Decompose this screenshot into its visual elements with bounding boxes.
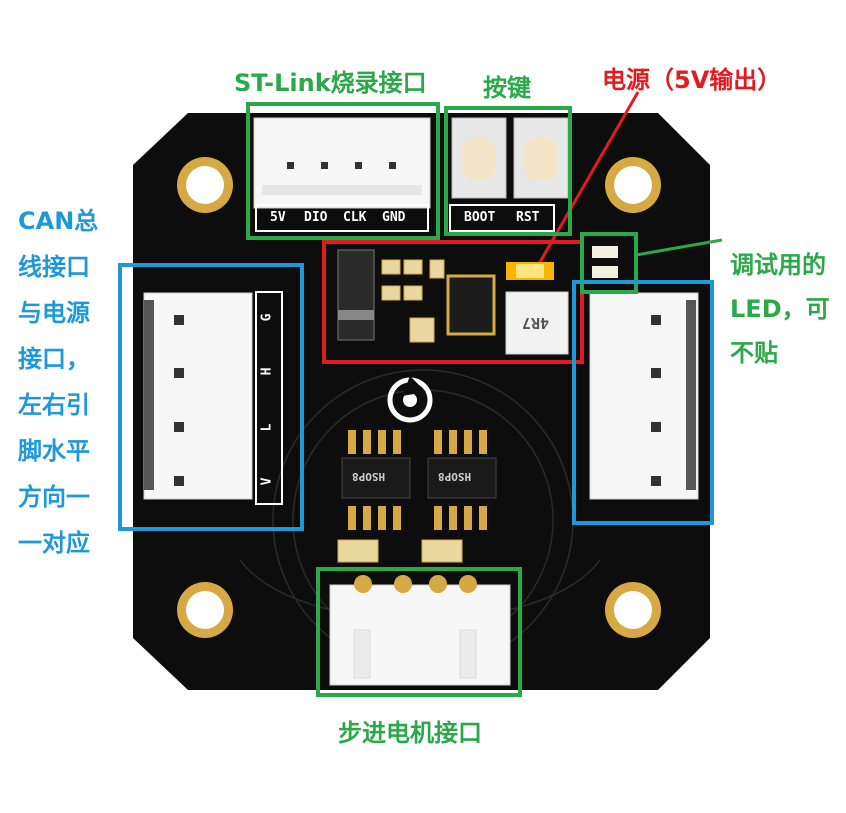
can-right-box bbox=[572, 280, 714, 525]
stepper-box bbox=[316, 567, 522, 697]
debug-led-label: 调试用的LED，可不贴 bbox=[730, 251, 830, 367]
silk-rst: RST bbox=[516, 210, 540, 225]
buttons-box bbox=[444, 106, 572, 236]
logo-icon bbox=[387, 376, 433, 423]
power-box bbox=[322, 240, 584, 364]
silk-boot: BOOT bbox=[464, 210, 496, 225]
silk-swd-5v: 5V bbox=[270, 210, 286, 225]
buttons-label: 按键 bbox=[483, 74, 531, 102]
silk-swd-gnd: GND bbox=[382, 210, 406, 225]
mounting-holes bbox=[177, 157, 661, 638]
stepper-label: 步进电机接口 bbox=[338, 719, 482, 747]
silk-swd-clk: CLK bbox=[343, 210, 367, 225]
debug-led-box bbox=[580, 232, 638, 294]
st-link-box bbox=[246, 102, 440, 240]
silk-chip-right: HSOP8 bbox=[438, 470, 472, 483]
silk-chip-left: HSOP8 bbox=[352, 470, 386, 483]
can-left-box bbox=[118, 263, 304, 531]
power-label: 电源（5V输出） bbox=[602, 66, 782, 94]
st-link-label: ST-Link烧录接口 bbox=[234, 69, 427, 97]
silk-swd-dio: DIO bbox=[304, 210, 328, 225]
can-label: CAN总线接口与电源接口，左右引脚水平方向一一对应 bbox=[18, 207, 99, 557]
